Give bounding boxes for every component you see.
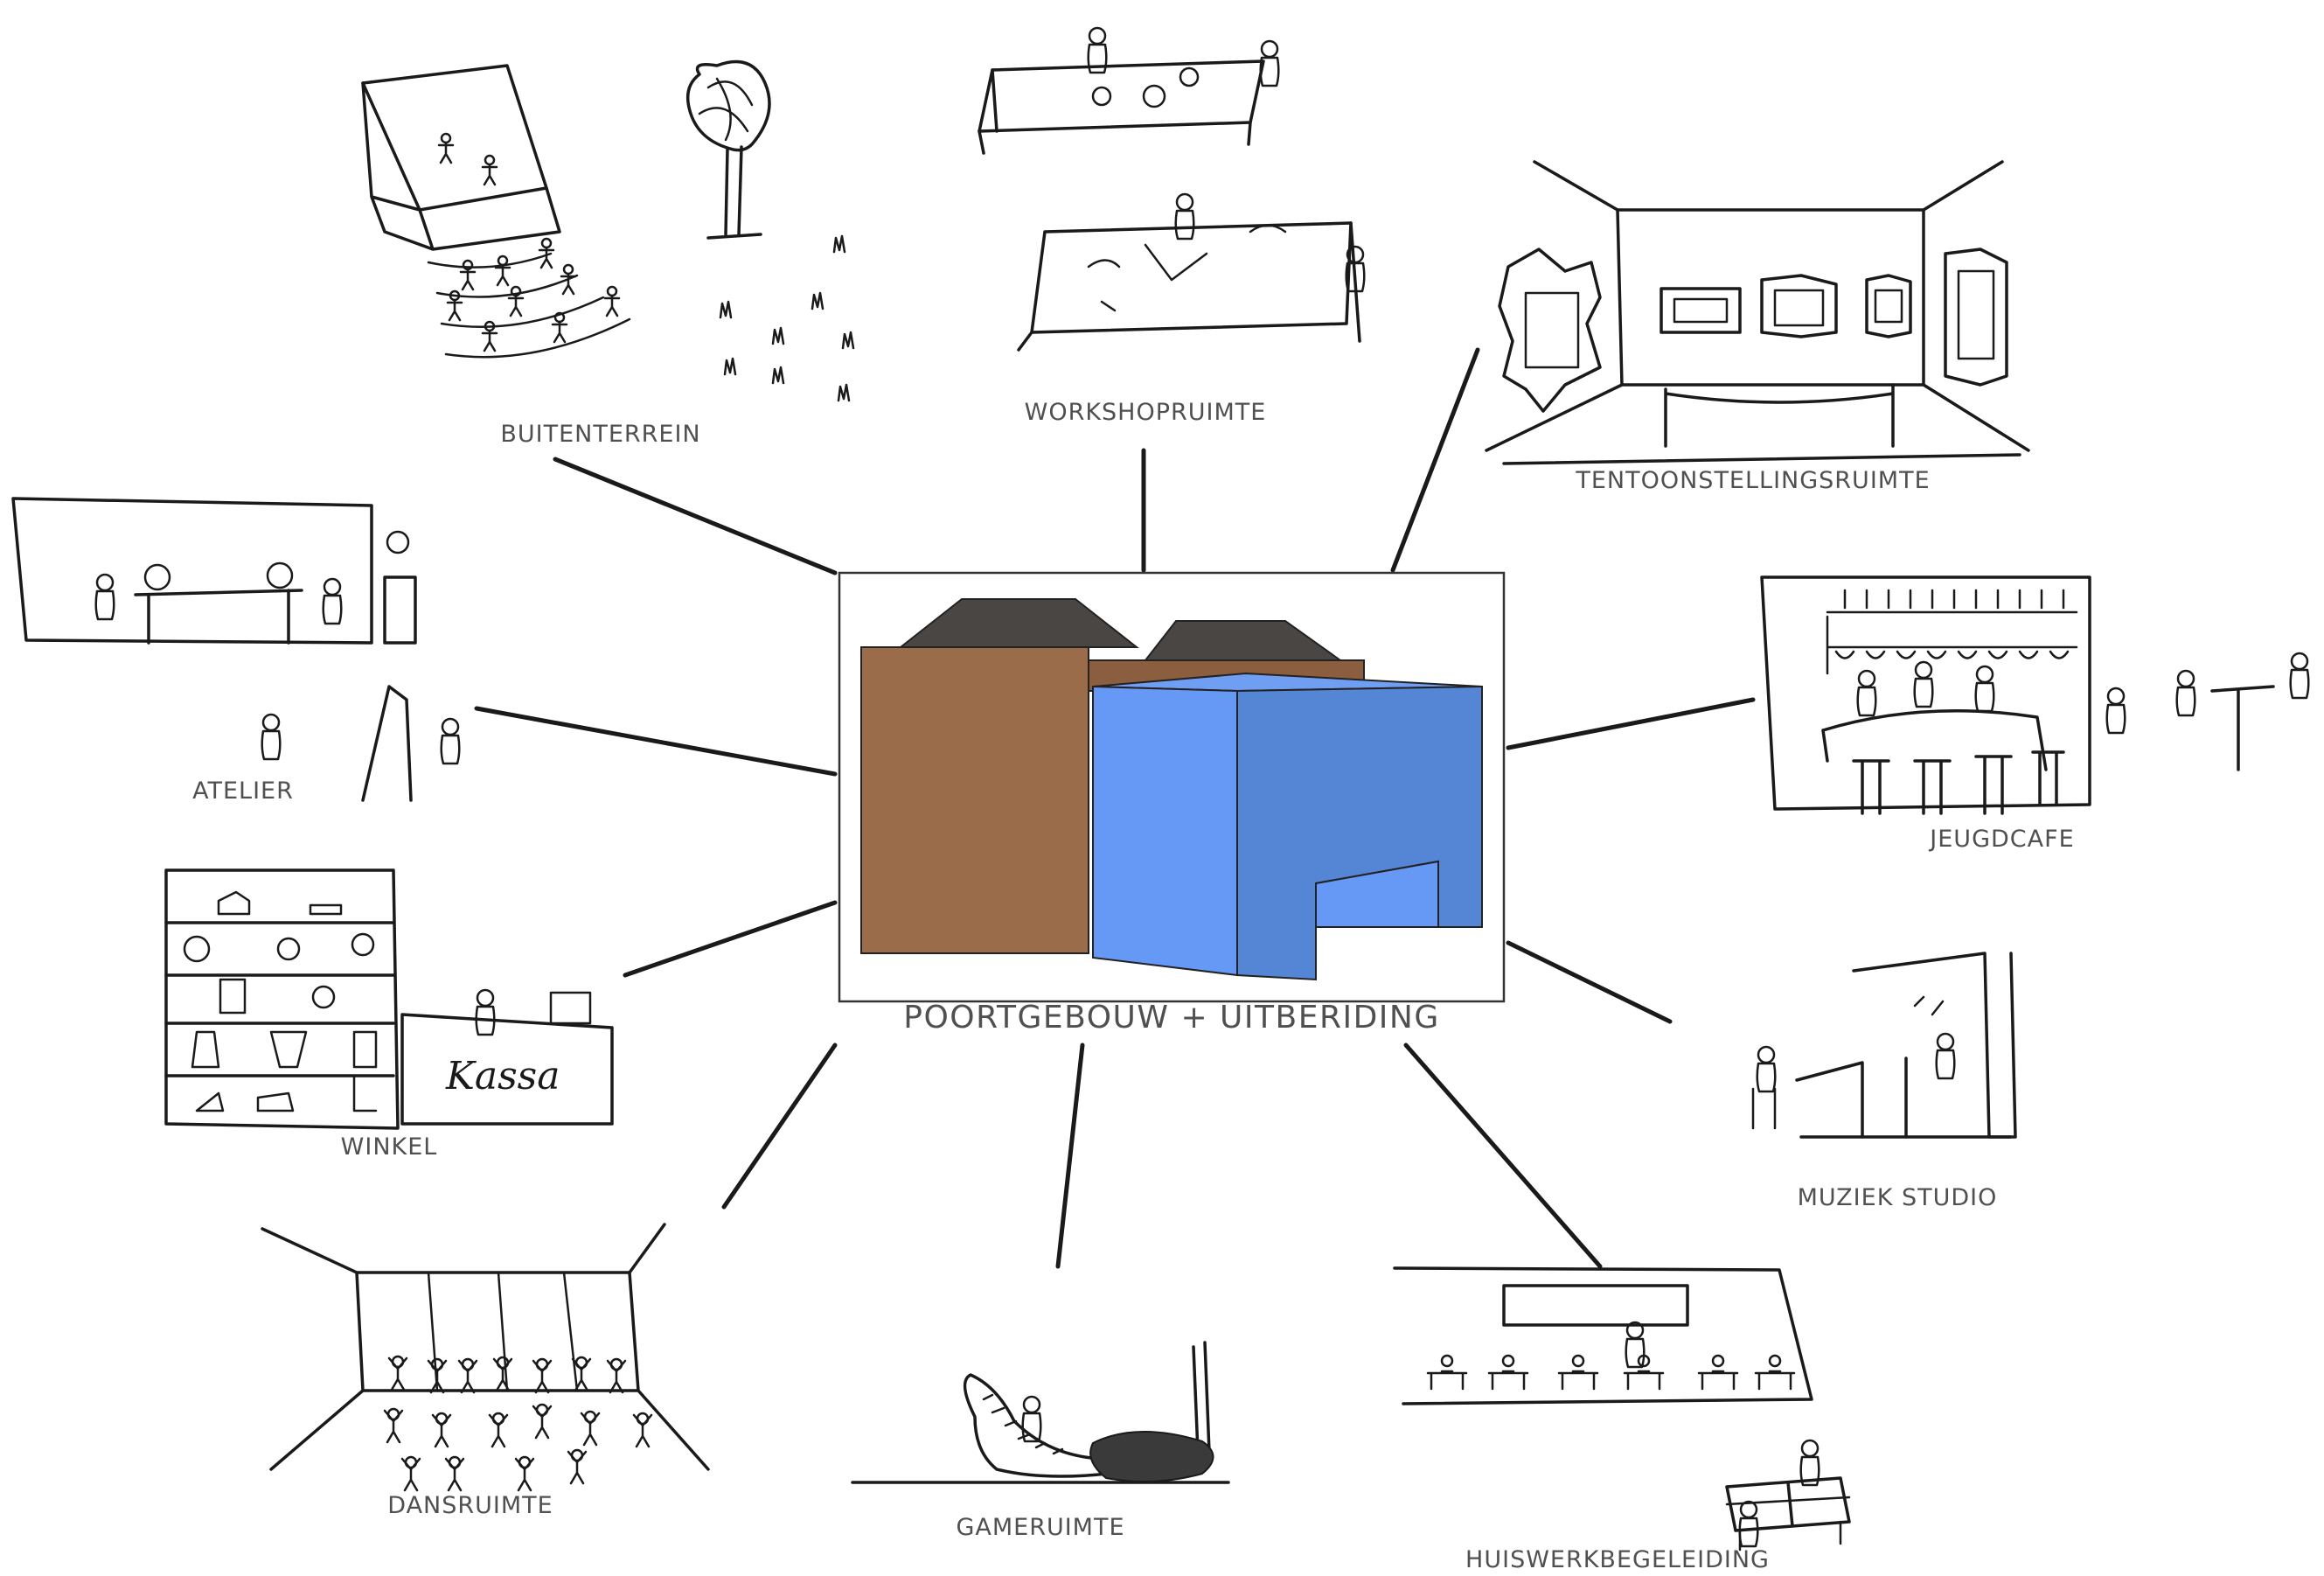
- label-buitenterrein: BUITENTERREIN: [500, 421, 700, 448]
- connector-lines: [474, 347, 1756, 1269]
- label-atelier: ATELIER: [192, 778, 294, 805]
- center-label: POORTGEBOUW + UITBERIDING: [903, 1000, 1440, 1036]
- label-gameruimte: GAMERUIMTE: [956, 1514, 1124, 1541]
- label-winkel: WINKEL: [341, 1133, 438, 1161]
- center-building: POORTGEBOUW + UITBERIDING: [838, 571, 1506, 1036]
- sketch-jeugdcafe: JEUGDCAFE: [1760, 575, 2310, 853]
- label-tentoonstellingsruimte: TENTOONSTELLINGSRUIMTE: [1575, 467, 1930, 494]
- label-workshopruimte: WORKSHOPRUIMTE: [1025, 399, 1267, 426]
- connector-winkel: [623, 900, 838, 978]
- connector-dansruimte: [721, 1043, 838, 1210]
- sketch-workshopruimte: WORKSHOPRUIMTE: [978, 26, 1366, 426]
- sketch-muziek-studio: MUZIEK STUDIO: [1751, 952, 2017, 1211]
- connector-buitenterrein: [553, 457, 838, 575]
- blue-front: [1092, 685, 1238, 977]
- connector-atelier: [474, 706, 838, 777]
- label-huiswerkbegeleiding: HUISWERKBEGELEIDING: [1465, 1546, 1770, 1573]
- blue-recess: [1315, 860, 1439, 928]
- sketch-dansruimte: DANSRUIMTE: [261, 1223, 710, 1519]
- connector-jeugdcafe: [1506, 697, 1756, 750]
- brown-volume: [860, 646, 1089, 954]
- sketch-winkel: Kassa WINKEL: [164, 868, 614, 1161]
- label-dansruimte: DANSRUIMTE: [387, 1492, 553, 1519]
- connector-tentoonstellingsruimte: [1390, 347, 1480, 573]
- sketch-gameruimte: GAMERUIMTE: [851, 1341, 1230, 1541]
- sketch-huiswerkbegeleiding: HUISWERKBEGELEIDING: [1393, 1266, 1851, 1573]
- kassa-sketch-text: Kassa: [445, 1054, 560, 1098]
- connector-muziek-studio: [1506, 940, 1673, 1024]
- connector-gameruimte: [1055, 1043, 1085, 1269]
- sketch-tentoonstellingsruimte: TENTOONSTELLINGSRUIMTE: [1485, 160, 2030, 494]
- sketch-atelier: ATELIER: [11, 497, 461, 805]
- connector-huiswerkbegeleiding: [1403, 1043, 1603, 1269]
- label-jeugdcafe: JEUGDCAFE: [1928, 826, 2074, 853]
- sketch-buitenterrein: BUITENTERREIN: [361, 59, 855, 448]
- label-muziek-studio: MUZIEK STUDIO: [1798, 1184, 1998, 1211]
